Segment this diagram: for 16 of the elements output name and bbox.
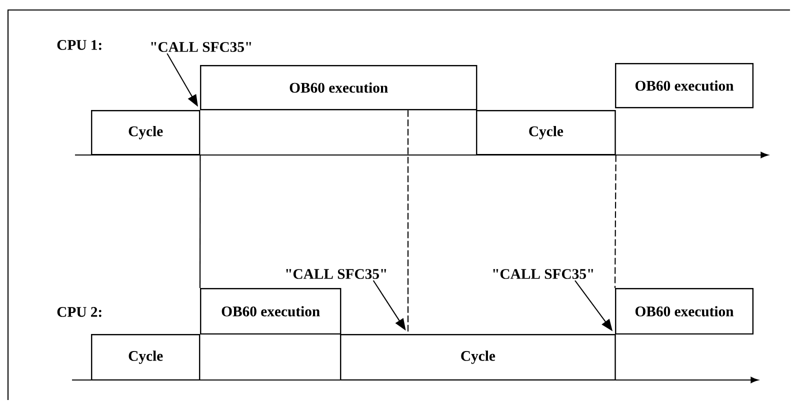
task-box: OB60 execution — [200, 288, 342, 335]
sync-line — [614, 155, 616, 288]
sync-line — [199, 155, 201, 288]
task-box: Cycle — [476, 110, 616, 156]
call-label: "CALL SFC35" — [286, 269, 386, 279]
sync-line — [407, 110, 409, 334]
task-box: Cycle — [91, 334, 200, 381]
row-label: CPU 1: — [57, 40, 102, 50]
task-box: Cycle — [340, 334, 616, 381]
task-box: OB60 execution — [200, 65, 478, 110]
task-box: Cycle — [91, 110, 200, 156]
task-box: OB60 execution — [615, 63, 754, 108]
call-label: "CALL SFC35" — [493, 269, 594, 279]
task-box: OB60 execution — [615, 288, 754, 335]
row-label: CPU 2: — [57, 307, 102, 317]
call-label: "CALL SFC35" — [151, 42, 252, 52]
